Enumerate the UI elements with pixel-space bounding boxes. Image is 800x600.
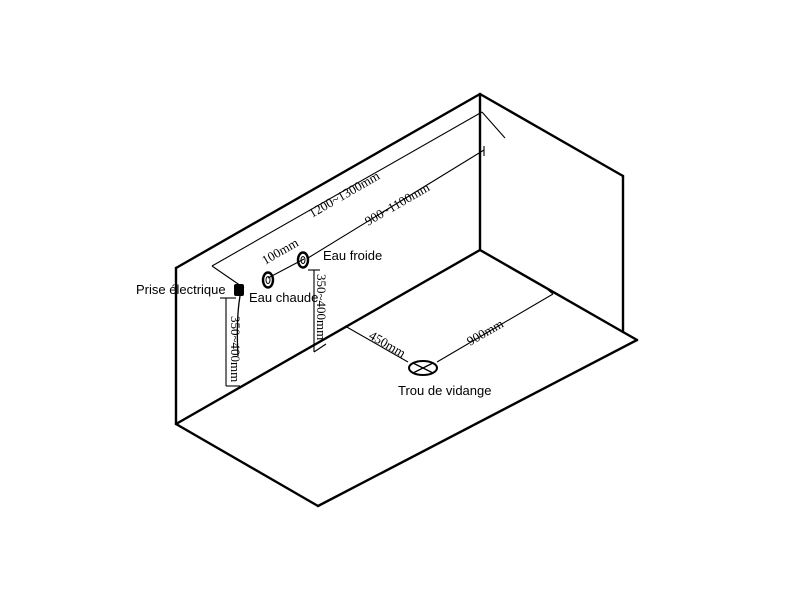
outlet-icon <box>234 284 244 357</box>
back-wall-top-edge <box>174 92 482 270</box>
label-cold-water: Eau froide <box>323 248 382 263</box>
floor-corner-stub <box>621 330 639 342</box>
label-hot-water: Eau chaude <box>249 290 318 305</box>
drain-hole-icon <box>408 360 438 376</box>
dim-label-drain-offset: 450mm <box>367 328 409 361</box>
dimension-lines <box>211 111 554 387</box>
dim-line-drain-offset <box>344 325 409 363</box>
dim-label-pipe-height: 350~400mm <box>314 274 329 340</box>
right-wall-top-edge <box>478 92 625 178</box>
fixture-labels: Prise électrique Eau chaude Eau froide T… <box>136 248 491 398</box>
room-outline <box>174 92 639 508</box>
dim-line-pipe-span <box>307 149 485 259</box>
floor-left-front-edge <box>174 422 320 508</box>
floor-front-edge <box>316 338 639 508</box>
dim-label-pipe-span: 900~1100mm <box>362 179 432 228</box>
dim-tick-right-top <box>481 111 506 139</box>
floor-right-back-edge <box>478 248 625 334</box>
dim-line-total-width <box>211 111 483 267</box>
cold-water-pipe-icon <box>296 251 310 269</box>
dimension-labels: 1200~1300mm 900~1100mm 100mm 350~400mm 3… <box>228 168 506 382</box>
fixtures <box>234 251 438 376</box>
dim-line-drain-to-wall <box>436 293 554 363</box>
floor-back-edge <box>174 248 482 426</box>
label-electric-outlet: Prise électrique <box>136 282 226 297</box>
dim-label-drain-to-wall: 900mm <box>464 316 506 349</box>
dim-label-outlet-height: 350~400mm <box>228 316 243 382</box>
hot-water-pipe-icon <box>261 271 275 289</box>
dim-label-pipe-spacing: 100mm <box>259 235 301 268</box>
dim-tick-pipe-bottom <box>313 343 327 353</box>
label-drain-hole: Trou de vidange <box>398 383 491 398</box>
dim-tick-drain-right <box>547 289 554 295</box>
outlet-cable <box>236 295 241 357</box>
